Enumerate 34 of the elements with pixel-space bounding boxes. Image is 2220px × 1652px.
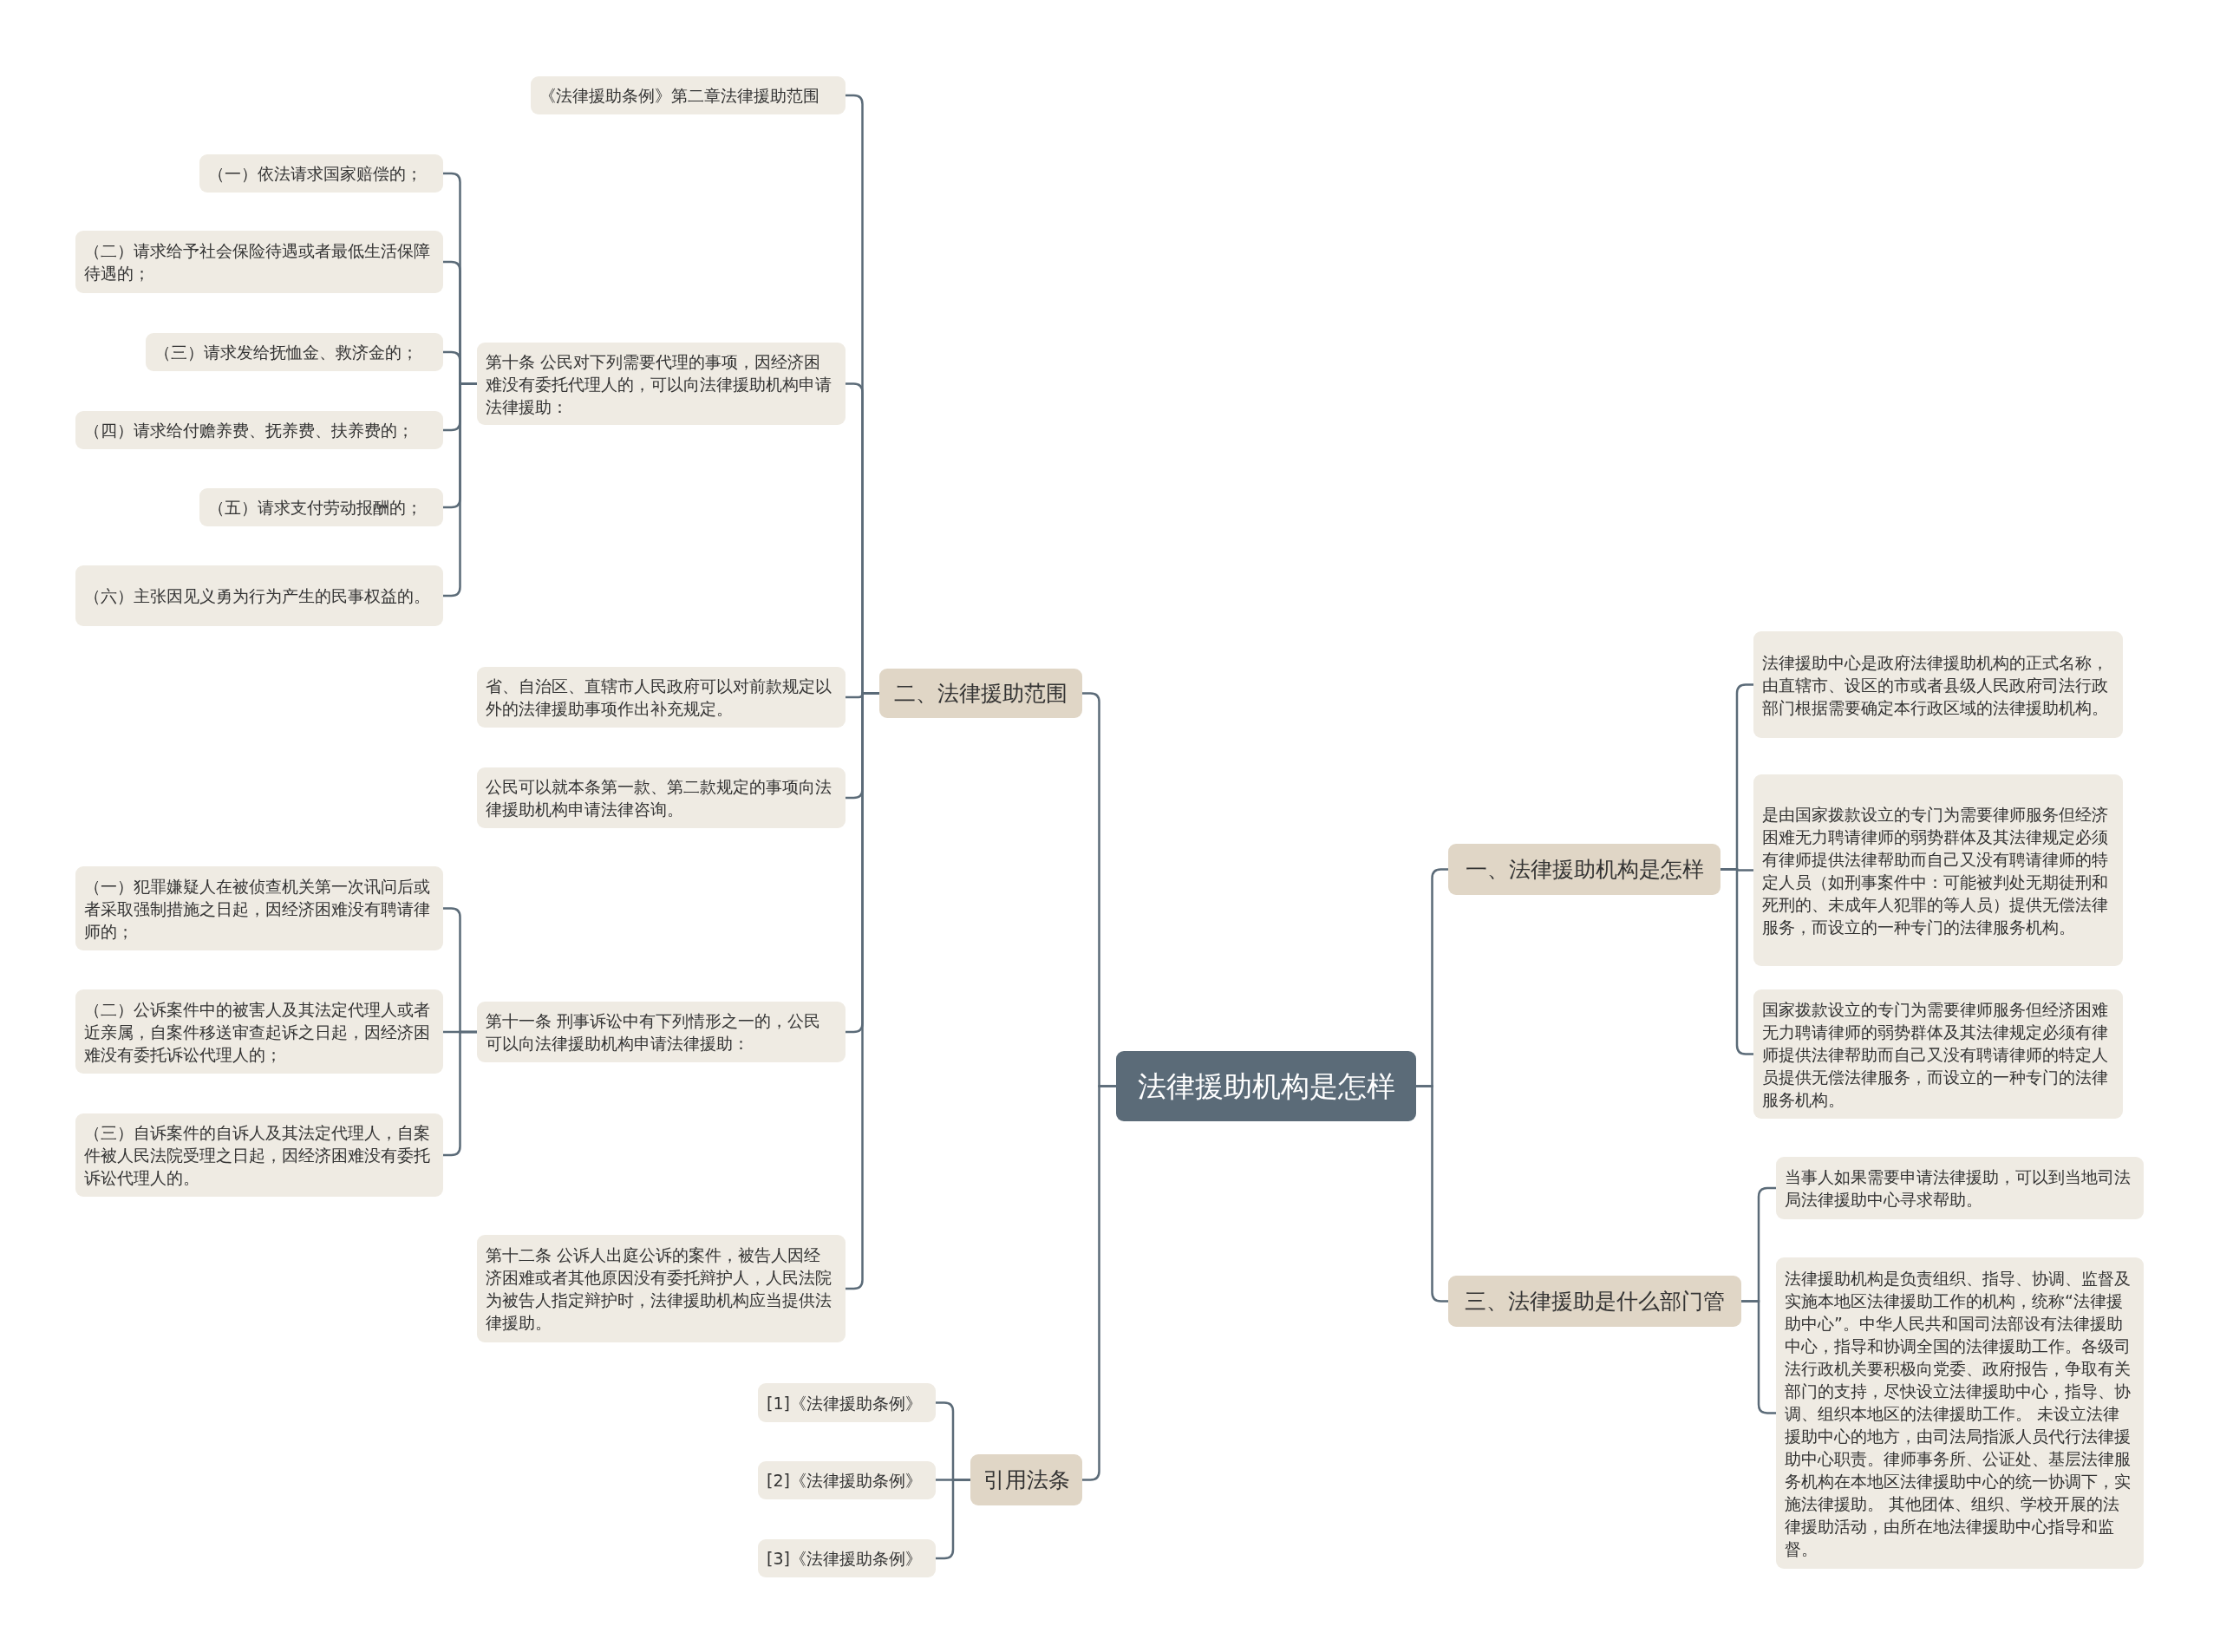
connector-line (1416, 1085, 1448, 1303)
branch-topic: 三、法律援助是什么部门管 (1448, 1276, 1741, 1327)
topic-box: 法律援助中心是政府法律援助机构的正式名称，由直辖市、设区的市或者县级人民政府司法行政部门根据需要确定本行政区域的法律援助机构。 (1753, 631, 2123, 738)
branch-topic: 二、法律援助范围 (879, 669, 1082, 718)
topic-box: 第十一条 刑事诉讼中有下列情形之一的，公民可以向法律援助机构申请法律援助： (477, 1002, 846, 1062)
topic-box: [2]《法律援助条例》 (758, 1461, 936, 1499)
topic-box: （五）请求支付劳动报酬的； (199, 488, 443, 526)
topic-box: （三）请求发给抚恤金、救济金的； (146, 333, 443, 371)
topic-box: [3]《法律援助条例》 (758, 1539, 936, 1577)
central-topic: 法律援助机构是怎样 (1116, 1051, 1416, 1121)
topic-box: （一）依法请求国家赔偿的； (199, 154, 443, 193)
topic-box: 省、自治区、直辖市人民政府可以对前款规定以外的法律援助事项作出补充规定。 (477, 667, 846, 728)
topic-box: 《法律援助条例》第二章法律援助范围 (531, 76, 846, 114)
topic-box: 第十二条 公诉人出庭公诉的案件，被告人因经济困难或者其他原因没有委托辩护人，人民法院为被告人指定辩护时，法律援助机构应当提供法律援助。 (477, 1235, 846, 1342)
topic-box: 是由国家拨款设立的专门为需要律师服务但经济困难无力聘请律师的弱势群体及其法律规定必须有律师提供法律帮助而自己又没有聘请律师的特定人员（如刑事案件中：可能被判处无期徒刑和死刑的、未成年人犯罪的等人员）提供无偿法律服务，而设立的一种专门的法律服务机构。 (1753, 774, 2123, 966)
topic-box: 当事人如果需要申请法律援助，可以到当地司法局法律援助中心寻求帮助。 (1776, 1157, 2144, 1219)
topic-box: 法律援助机构是负责组织、指导、协调、监督及实施本地区法律援助工作的机构，统称“法律援助中心”。中华人民共和国司法部设有法律援助中心，指导和协调全国的法律援助工作。各级司法行政机关要积极向党委、政府报告，争取有关部门的支持，尽快设立法律援助中心，指导、协调、组织本地区的法律援助工作。 未设立法律援助中心的地方，由司法局指派人员代行法律援助中心职责。律师事务所、公证处、基层法律服务机构在本地区法律援助中心的统一协调下，实施法律援助。 其他团体、组织、学校开展的法律援助活动，由所在地法律援助中心指导和监督。 (1776, 1257, 2144, 1569)
topic-box: 国家拨款设立的专门为需要律师服务但经济困难无力聘请律师的弱势群体及其法律规定必须有律师提供法律帮助而自己又没有聘请律师的特定人员提供无偿法律服务，而设立的一种专门的法律服务机构。 (1753, 989, 2123, 1119)
topic-box: （六）主张因见义勇为行为产生的民事权益的。 (75, 565, 443, 626)
connector-line (1720, 868, 1753, 1055)
topic-box: （一）犯罪嫌疑人在被侦查机关第一次讯问后或者采取强制措施之日起，因经济困难没有聘请律师的； (75, 866, 443, 950)
topic-box: 第十条 公民对下列需要代理的事项，因经济困难没有委托代理人的，可以向法律援助机构申请法律援助： (477, 343, 846, 425)
topic-box: 公民可以就本条第一款、第二款规定的事项向法律援助机构申请法律咨询。 (477, 767, 846, 828)
topic-box: [1]《法律援助条例》 (758, 1383, 936, 1422)
connector-line (443, 1030, 477, 1157)
branch-topic: 一、法律援助机构是怎样 (1448, 844, 1720, 895)
connector-line (936, 1479, 970, 1560)
branch-topic: 引用法条 (970, 1454, 1082, 1505)
topic-box: （四）请求给付赡养费、抚养费、扶养费的； (75, 411, 443, 449)
topic-box: （二）公诉案件中的被害人及其法定代理人或者近亲属，自案件移送审查起诉之日起，因经济困难没有委托诉讼代理人的； (75, 989, 443, 1074)
topic-box: （三）自诉案件的自诉人及其法定代理人，自案件被人民法院受理之日起，因经济困难没有委托诉讼代理人的。 (75, 1113, 443, 1197)
connector-line (1741, 1300, 1776, 1414)
connector-line (1082, 1085, 1116, 1481)
topic-box: （二）请求给予社会保险待遇或者最低生活保障待遇的； (75, 231, 443, 293)
